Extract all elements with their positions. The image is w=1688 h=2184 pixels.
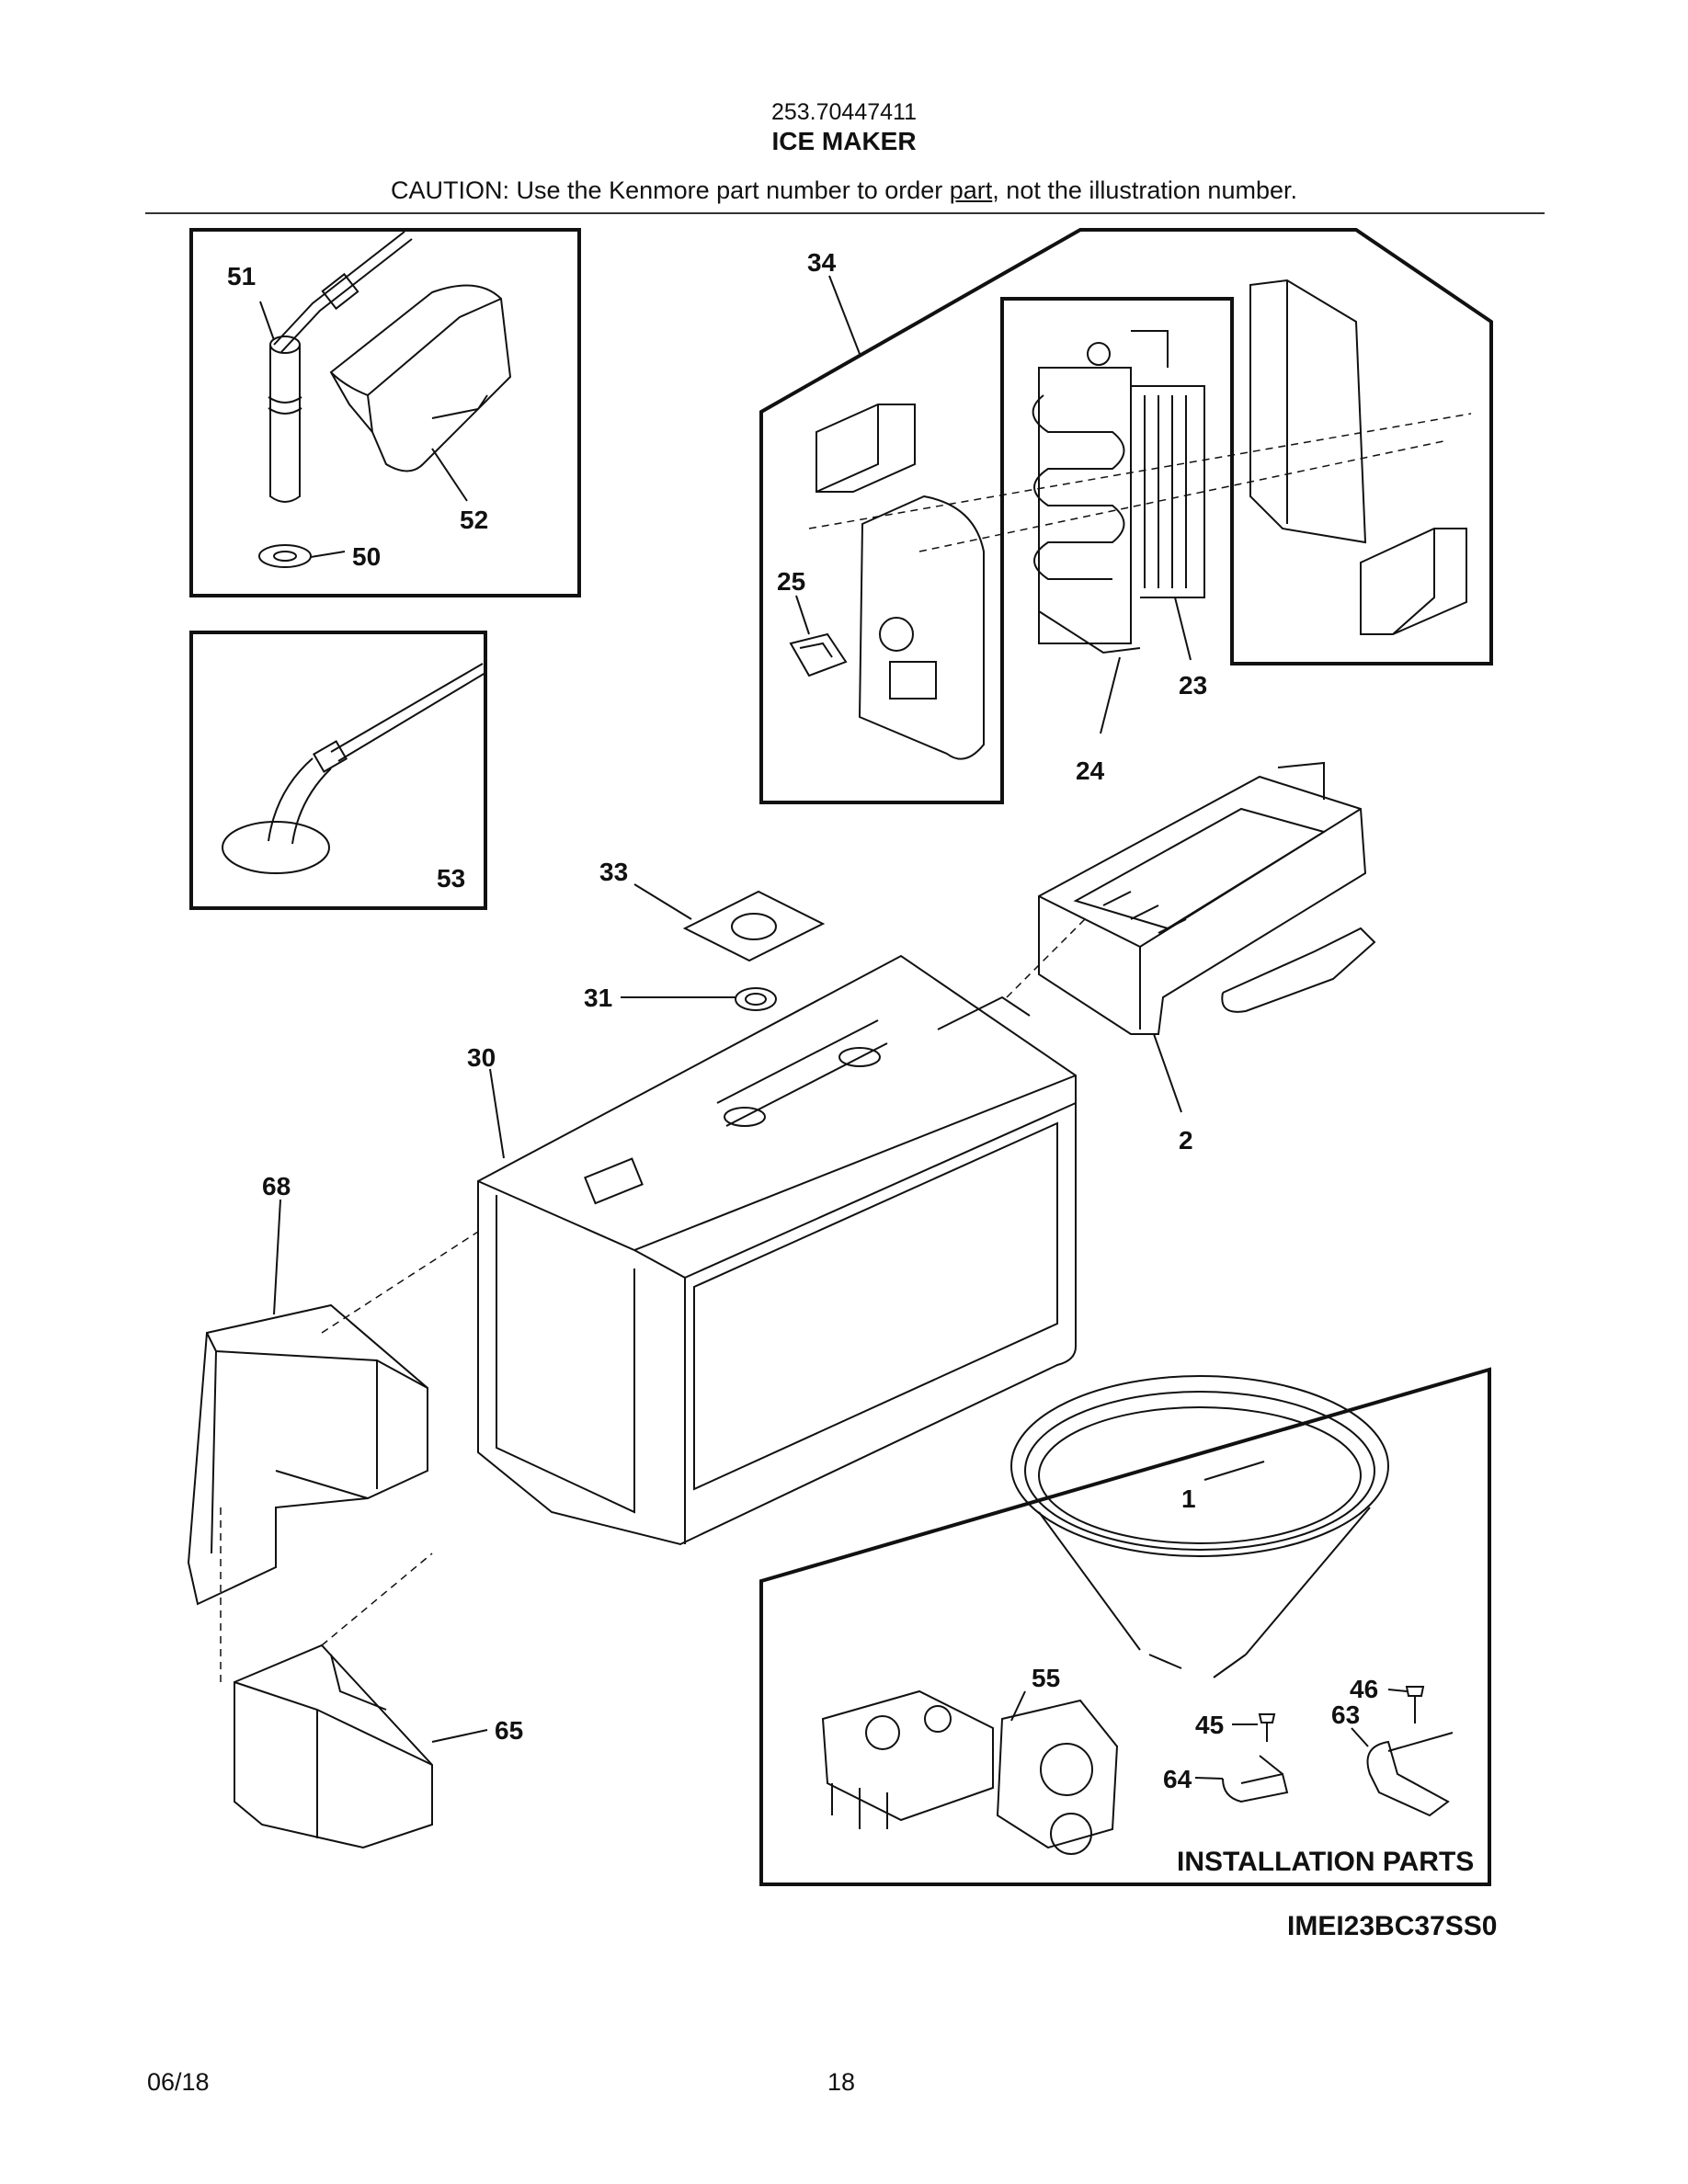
evaporator-kit-outline xyxy=(759,228,1493,804)
callout-24: 24 xyxy=(1076,756,1105,785)
callout-50: 50 xyxy=(352,542,381,571)
caution-suffix: , not the illustration number. xyxy=(992,176,1297,204)
screw-part-46 xyxy=(1405,1686,1425,1723)
fill-cup-part xyxy=(222,663,486,874)
dispenser-cover-part xyxy=(187,1303,428,1606)
caution-prefix: CAUTION: Use the Kenmore part number to … xyxy=(391,176,950,204)
callout-45: 45 xyxy=(1195,1711,1224,1739)
heater-insulation-left xyxy=(815,404,916,493)
ice-chute-part xyxy=(234,1644,433,1849)
insulation-small xyxy=(1360,528,1467,635)
clamp-part-64 xyxy=(1222,1755,1289,1803)
ice-container-housing xyxy=(477,954,1077,1546)
callout-46: 46 xyxy=(1350,1675,1378,1703)
callout-1: 1 xyxy=(1181,1484,1196,1513)
installation-parts-label: INSTALLATION PARTS xyxy=(1177,1847,1474,1877)
callout-23: 23 xyxy=(1179,671,1207,700)
screw-part-45 xyxy=(1258,1713,1276,1742)
fill-tube-part xyxy=(268,231,413,503)
footer-page-number: 18 xyxy=(827,2068,856,2096)
callout-2: 2 xyxy=(1179,1126,1193,1155)
installation-parts-box xyxy=(759,1367,1491,1886)
callout-68: 68 xyxy=(262,1172,291,1200)
callout-53: 53 xyxy=(437,864,465,893)
callout-33: 33 xyxy=(599,858,628,886)
evaporator-part xyxy=(1032,330,1205,654)
inset-box-tube xyxy=(189,228,581,597)
tube-cover-part xyxy=(329,284,512,472)
water-valve-part xyxy=(821,1689,1119,1855)
callout-25: 25 xyxy=(777,567,805,596)
callout-leader-lines xyxy=(259,275,1408,1780)
diagram-code: IMEI23BC37SS0 xyxy=(1287,1911,1497,1941)
clamp-part-63 xyxy=(1366,1732,1454,1817)
insulation-right xyxy=(1249,279,1367,544)
clip-part xyxy=(789,632,848,677)
washer-part xyxy=(258,544,312,568)
evaporator-cover-part xyxy=(858,495,985,760)
callout-52: 52 xyxy=(460,506,488,534)
callout-51: 51 xyxy=(227,262,256,290)
footer-date: 06/18 xyxy=(147,2068,210,2096)
model-number: 253.70447411 xyxy=(770,99,918,125)
water-line-part xyxy=(1010,1375,1389,1678)
callout-65: 65 xyxy=(495,1716,523,1745)
grommet-part xyxy=(735,987,777,1011)
inset-box-fill-cup xyxy=(189,631,487,910)
page-title: ICE MAKER xyxy=(771,127,917,155)
callout-31: 31 xyxy=(584,984,612,1012)
caution-text: CAUTION: Use the Kenmore part number to … xyxy=(0,176,1688,205)
callout-63: 63 xyxy=(1331,1701,1360,1729)
caution-link: part xyxy=(949,176,993,204)
assembly-guide-lines xyxy=(220,413,1472,1682)
header-divider xyxy=(145,212,1545,214)
callout-30: 30 xyxy=(467,1043,496,1072)
callout-34: 34 xyxy=(807,248,837,277)
washer-hole xyxy=(273,551,297,562)
ice-maker-assembly xyxy=(1038,761,1376,1035)
callout-55: 55 xyxy=(1032,1664,1060,1692)
gasket-part xyxy=(682,890,826,962)
callout-64: 64 xyxy=(1163,1765,1192,1793)
